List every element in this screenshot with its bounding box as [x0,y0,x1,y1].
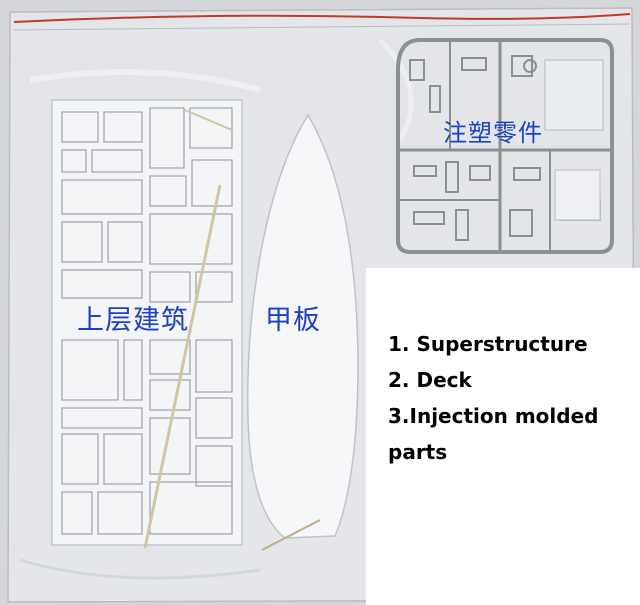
legend-list: 1. Superstructure 2. Deck 3.Injection mo… [388,326,628,470]
legend-panel: 1. Superstructure 2. Deck 3.Injection mo… [366,268,640,605]
injection-parts-sprue [396,38,614,254]
legend-item-deck: 2. Deck [388,368,472,392]
superstructure-sheet [51,99,243,549]
deck-label: 甲板 [265,305,321,336]
injection-parts-label: 注塑零件 [443,119,543,147]
deck-sheet [246,113,359,551]
legend-item-injection-parts: 3.Injection molded parts [388,404,599,464]
legend-item-superstructure: 1. Superstructure [388,332,588,356]
zip-seal [13,13,631,23]
superstructure-label: 上层建筑 [77,305,189,336]
